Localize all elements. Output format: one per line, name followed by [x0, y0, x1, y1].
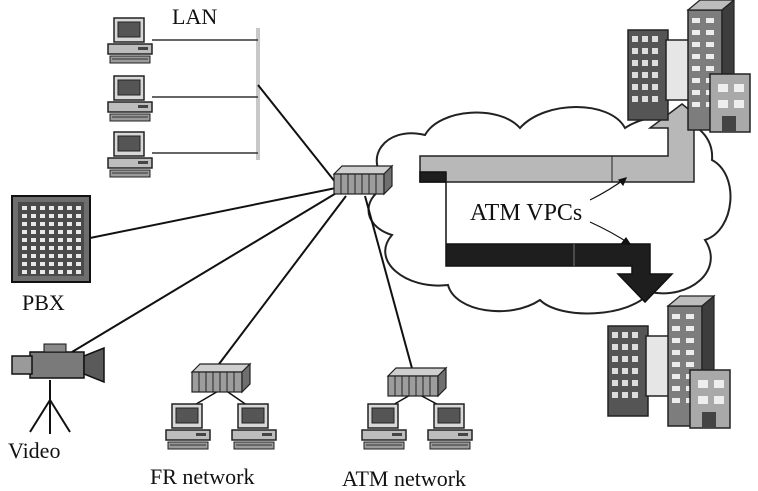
pbx-key — [49, 254, 54, 258]
pbx-key — [49, 270, 54, 274]
pbx-key — [76, 262, 81, 266]
lan-label: LAN — [172, 4, 217, 29]
atm-switch-icon — [387, 367, 447, 397]
central-switch-icon — [333, 165, 393, 195]
atm-network — [361, 367, 473, 450]
pbx-key — [31, 262, 36, 266]
pbx-key — [76, 270, 81, 274]
pbx-key — [76, 246, 81, 250]
lan-computer-1 — [107, 17, 153, 64]
pbx-key — [67, 206, 72, 210]
pbx-icon — [11, 195, 91, 283]
pbx-key — [49, 238, 54, 242]
pbx-key — [40, 262, 45, 266]
pbx-key — [22, 262, 27, 266]
pbx-key — [58, 262, 63, 266]
vpc-arrow-lower — [419, 171, 674, 304]
pbx-key — [58, 206, 63, 210]
pbx-key — [49, 230, 54, 234]
building-icon-bottom — [607, 295, 731, 429]
pbx-key — [58, 230, 63, 234]
atm-computer-1 — [361, 403, 407, 450]
pbx-key — [49, 214, 54, 218]
pbx-key — [76, 206, 81, 210]
pbx-key — [22, 214, 27, 218]
pbx-key — [31, 270, 36, 274]
pbx-key — [40, 222, 45, 226]
pbx-key — [22, 238, 27, 242]
pbx-key — [58, 246, 63, 250]
pbx-key — [76, 254, 81, 258]
pbx-key — [40, 206, 45, 210]
pbx-key — [67, 214, 72, 218]
pbx-key — [58, 214, 63, 218]
pbx-key — [22, 206, 27, 210]
vpc-pointers — [589, 177, 632, 245]
pbx-key — [67, 222, 72, 226]
pbx-key — [67, 270, 72, 274]
pbx-key — [40, 238, 45, 242]
pbx-label: PBX — [22, 290, 65, 315]
pbx-key — [76, 214, 81, 218]
atm-vpcs-label: ATM VPCs — [470, 200, 582, 226]
pbx-key — [58, 270, 63, 274]
pbx-key — [40, 254, 45, 258]
pbx-key — [40, 230, 45, 234]
pbx-key — [76, 238, 81, 242]
pbx-key — [40, 270, 45, 274]
pbx-key — [67, 262, 72, 266]
building-icon-top — [627, 0, 751, 133]
pbx-key — [31, 206, 36, 210]
lan-computer-3 — [107, 131, 153, 178]
video-camera-icon — [11, 343, 105, 434]
pbx-key — [67, 238, 72, 242]
pbx-key — [67, 254, 72, 258]
fr-switch-icon — [191, 363, 251, 393]
atm-computer-2 — [427, 403, 473, 450]
pbx-key — [22, 230, 27, 234]
pbx-key — [67, 246, 72, 250]
atm-network-label: ATM network — [342, 466, 466, 491]
lan-segment — [152, 28, 260, 160]
pbx-key — [31, 254, 36, 258]
pbx-key — [76, 230, 81, 234]
pbx-key — [40, 214, 45, 218]
pbx-key — [58, 222, 63, 226]
pbx-key — [22, 246, 27, 250]
pbx-key — [49, 206, 54, 210]
connection-lines — [71, 84, 414, 373]
pbx-key — [22, 270, 27, 274]
pbx-key — [31, 238, 36, 242]
pbx-key — [49, 222, 54, 226]
pbx-key — [22, 222, 27, 226]
pbx-key — [31, 230, 36, 234]
pbx-key — [31, 214, 36, 218]
fr-network-label: FR network — [150, 464, 255, 489]
lan-computer-2 — [107, 75, 153, 122]
pbx-key — [58, 254, 63, 258]
pbx-key — [31, 246, 36, 250]
pbx-key — [49, 246, 54, 250]
pbx-key — [67, 230, 72, 234]
pbx-key — [49, 262, 54, 266]
fr-computer-2 — [231, 403, 277, 450]
pbx-key — [31, 222, 36, 226]
fr-network — [165, 363, 277, 450]
video-label: Video — [8, 438, 60, 463]
pbx-key — [40, 246, 45, 250]
pbx-key — [22, 254, 27, 258]
fr-computer-1 — [165, 403, 211, 450]
pbx-key — [76, 222, 81, 226]
pbx-key — [58, 238, 63, 242]
